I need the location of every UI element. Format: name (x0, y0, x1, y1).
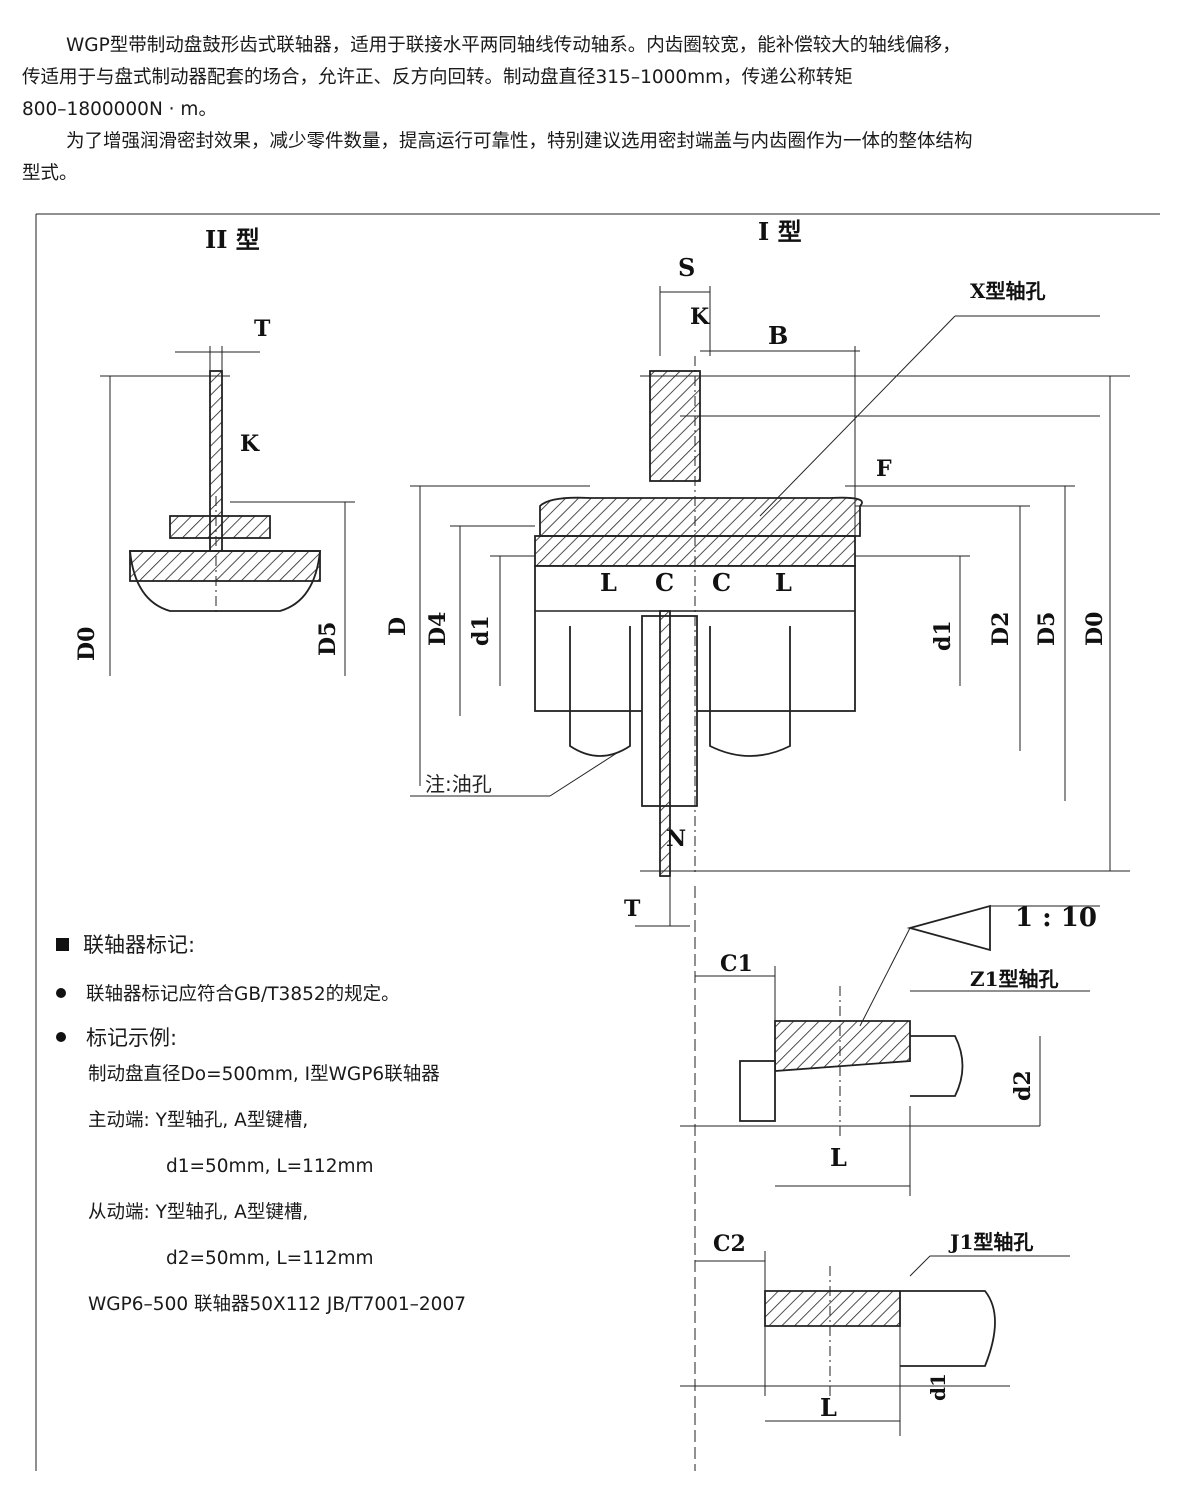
intro-text: WGP型带制动盘鼓形齿式联轴器，适用于联接水平两同轴线传动轴系。内齿圈较宽，能补… (22, 30, 1182, 190)
dim-C2: C2 (713, 1231, 746, 1257)
intro-line-5: 型式。 (22, 163, 78, 184)
marking-rule-text: 联轴器标记应符合GB/T3852的规定。 (86, 984, 400, 1005)
square-bullet-icon (56, 937, 69, 951)
dim-C-left: C (655, 568, 674, 597)
example-line: 从动端: Y型轴孔, A型键槽, (88, 1202, 309, 1223)
type2-label: II 型 (205, 225, 260, 254)
dim-L-left: L (600, 568, 617, 597)
dim-D: D (385, 617, 411, 636)
bullet-icon (56, 1032, 66, 1042)
coupling-drawing-svg: II 型 I 型 X型轴孔 Z1型轴孔 J1型轴孔 注:油孔 1 : 10 T … (35, 213, 1160, 1471)
intro-line: 为了增强润滑密封效果，减少零件数量，提高运行可靠性，特别建议选用密封端盖与内齿圈… (66, 131, 973, 152)
intro-paragraph-1: WGP型带制动盘鼓形齿式联轴器，适用于联接水平两同轴线传动轴系。内齿圈较宽，能补… (22, 30, 1182, 62)
dim-B: B (768, 321, 788, 350)
type2-view (100, 346, 355, 676)
marking-heading: 联轴器标记: (56, 928, 616, 960)
dim-D0: D0 (1082, 612, 1108, 646)
dim-D2: D2 (988, 612, 1014, 646)
example-line: 主动端: Y型轴孔, A型键槽, (88, 1110, 309, 1131)
intro-line-2: 传适用于与盘式制动器配套的场合，允许正、反方向回转。制动盘直径315–1000m… (22, 67, 853, 88)
example-line: WGP6–500 联轴器50X112 JB/T7001–2007 (88, 1294, 466, 1315)
dim-D0-type2: D0 (74, 627, 100, 661)
type1-view (410, 286, 1130, 927)
example-heading-text: 标记示例: (86, 1026, 178, 1050)
x-bore-label: X型轴孔 (970, 279, 1046, 303)
dim-L-j1: L (820, 1393, 837, 1422)
dim-K-type2: K (240, 431, 260, 457)
dim-D5-type2: D5 (315, 622, 341, 656)
technical-drawing: II 型 I 型 X型轴孔 Z1型轴孔 J1型轴孔 注:油孔 1 : 10 T … (30, 206, 1165, 1481)
j1-bore-view (680, 1251, 1070, 1436)
example-heading: 标记示例: (56, 1022, 616, 1052)
dim-C1: C1 (720, 951, 753, 977)
marking-rule: 联轴器标记应符合GB/T3852的规定。 (56, 978, 616, 1008)
bullet-icon (56, 988, 66, 998)
dim-T: T (624, 896, 641, 922)
dim-D4: D4 (425, 612, 451, 646)
dim-d1-left: d1 (468, 615, 494, 646)
dim-K: K (690, 304, 710, 330)
example-line: d1=50mm, L=112mm (166, 1156, 374, 1177)
z1-bore-label: Z1型轴孔 (970, 967, 1059, 991)
type1-label: I 型 (758, 217, 802, 246)
dim-L-right: L (775, 568, 792, 597)
dim-d2: d2 (1010, 1070, 1036, 1101)
taper-ratio-label: 1 : 10 (1015, 903, 1097, 933)
dim-d1-right: d1 (930, 620, 956, 651)
dim-d1-j1: d1 (926, 1373, 950, 1401)
example-line: 制动盘直径Do=500mm, I型WGP6联轴器 (88, 1064, 440, 1085)
marking-section: 联轴器标记: 联轴器标记应符合GB/T3852的规定。 标记示例: 制动盘直径D… (56, 928, 616, 1328)
dim-N: N (666, 826, 686, 852)
dim-C-right: C (712, 568, 731, 597)
dim-T-type2: T (254, 316, 271, 342)
j1-bore-label: J1型轴孔 (948, 1230, 1033, 1254)
dim-S: S (678, 253, 695, 282)
intro-paragraph-2: 为了增强润滑密封效果，减少零件数量，提高运行可靠性，特别建议选用密封端盖与内齿圈… (22, 126, 1182, 158)
dim-D5: D5 (1034, 612, 1060, 646)
dim-L-z1: L (830, 1143, 847, 1172)
z1-bore-view (680, 886, 1100, 1471)
marking-heading-text: 联轴器标记: (83, 933, 196, 957)
example-line: d2=50mm, L=112mm (166, 1248, 374, 1269)
intro-line-3: 800–1800000N · m。 (22, 99, 217, 120)
dim-F: F (876, 456, 892, 482)
oil-hole-note: 注:油孔 (425, 772, 492, 796)
intro-line: WGP型带制动盘鼓形齿式联轴器，适用于联接水平两同轴线传动轴系。内齿圈较宽，能补… (66, 35, 961, 56)
